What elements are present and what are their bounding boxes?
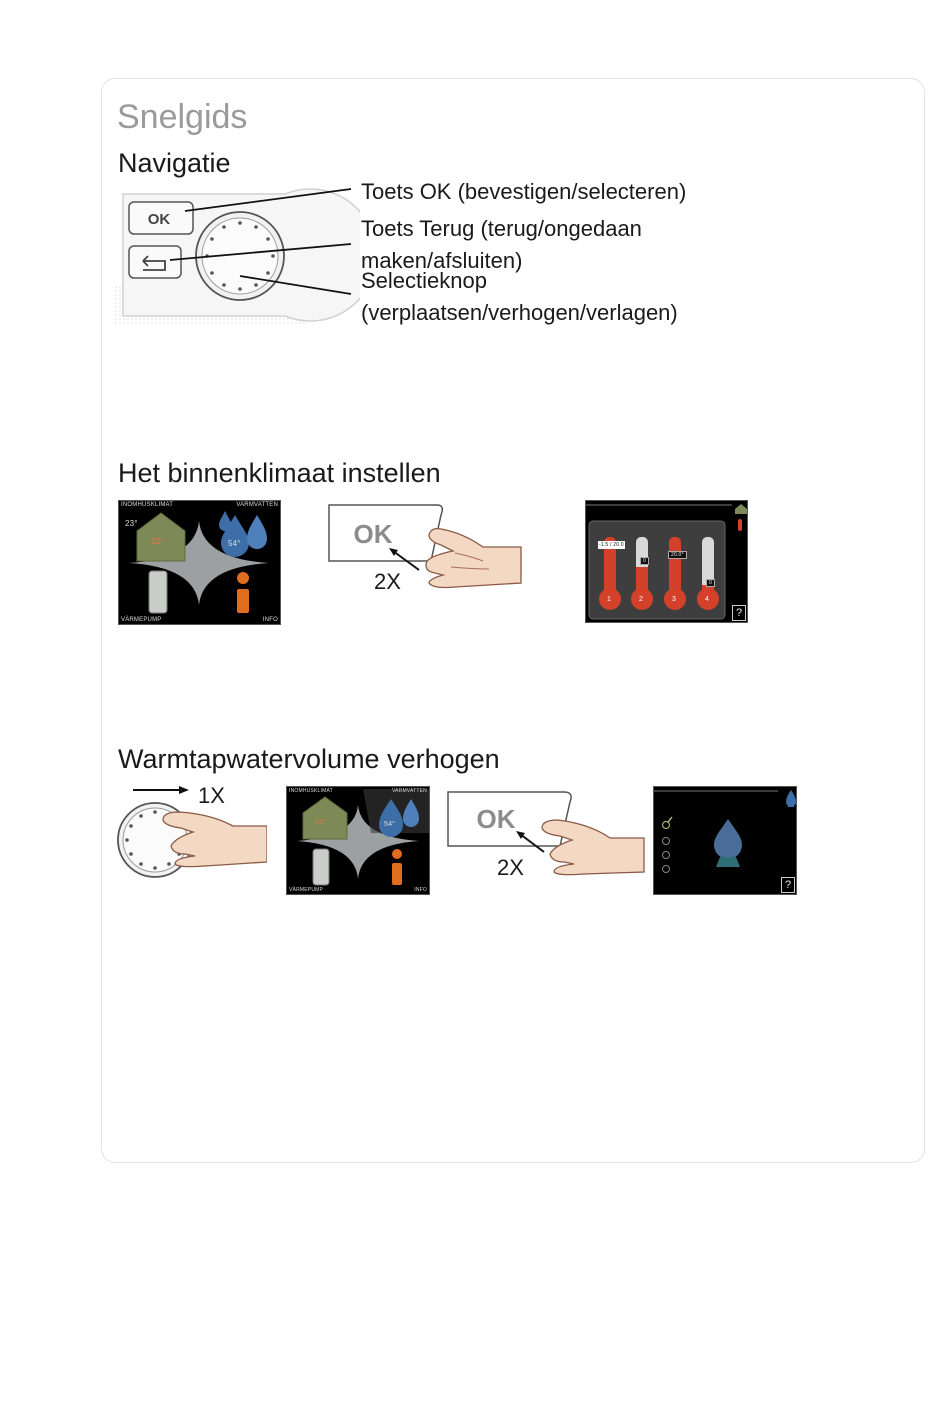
thermometer-4-number: 4	[705, 596, 710, 603]
back-key-description-line1: Toets Terug (terug/ongedaan	[361, 216, 642, 241]
thermometer-2	[631, 537, 653, 610]
thermometer-1-tag: -1.5 / 20.0	[598, 541, 625, 549]
thermometer-icon	[738, 519, 742, 531]
menu-hot-water-label: VARMVATTEN	[236, 502, 278, 508]
outdoor-temp-readout: 23°	[125, 519, 138, 528]
water-drop-icon	[221, 515, 249, 557]
hot-water-press-count: 2X	[497, 855, 524, 880]
knob-description-line1: Selectieknop	[361, 268, 487, 293]
help-icon: ?	[781, 877, 795, 893]
page-title: Snelgids	[117, 98, 248, 136]
indoor-temp-readout: 22°	[151, 537, 164, 546]
thermometer-graphics	[586, 504, 747, 620]
control-panel-illustration: OK	[115, 188, 360, 326]
thermometer-2-tag: 0	[640, 557, 649, 565]
indoor-temp-readout: 22°	[315, 819, 327, 826]
heat-pump-icon	[312, 848, 330, 886]
menu-indoor-climate-label: INOMHUSKLIMAT	[121, 502, 174, 508]
menu-heat-pump-label: VÄRMEPUMP	[121, 617, 162, 623]
ok-key[interactable]: OK	[128, 201, 194, 235]
main-menu-graphics	[129, 511, 269, 614]
info-icon	[392, 863, 402, 885]
arrow-right-icon	[179, 786, 189, 794]
main-menu-screen: INOMHUSKLIMAT VARMVATTEN VÄRMEPUMP INFO …	[118, 500, 281, 625]
heat-pump-icon	[148, 570, 168, 614]
menu-info-label: INFO	[414, 887, 427, 893]
info-icon	[237, 589, 249, 613]
thermometer-4-tag: 0	[706, 579, 715, 587]
ok-press-illustration: OK	[328, 504, 522, 589]
water-temp-readout: 54°	[384, 821, 396, 828]
option-list	[661, 816, 673, 873]
hand-icon	[541, 819, 645, 876]
hand-icon	[425, 527, 522, 589]
house-icon	[302, 796, 348, 840]
water-temp-readout: 54°	[228, 539, 241, 548]
menu-indoor-climate-label: INOMHUSKLIMAT	[289, 788, 333, 794]
thermometer-1-number: 1	[607, 596, 612, 603]
hot-water-main-menu-screen: INOMHUSKLIMAT VARMVATTEN VÄRMEPUMP INFO …	[286, 786, 430, 895]
house-icon	[136, 512, 186, 562]
ok-button-label: OK	[477, 804, 516, 834]
knob-description-line2: (verplaatsen/verhogen/verlagen)	[361, 300, 678, 325]
hot-water-turn-count: 1X	[198, 783, 225, 808]
hot-water-screen: ?	[653, 786, 797, 895]
hand-icon	[162, 811, 267, 868]
ok-button-label: OK	[354, 519, 393, 549]
quick-guide-card	[101, 78, 925, 1163]
hot-water-screen-graphics	[654, 790, 796, 873]
water-drop-icon	[786, 790, 796, 807]
back-arrow-icon	[142, 255, 166, 271]
menu-heat-pump-label: VÄRMEPUMP	[289, 887, 324, 893]
menu-hot-water-label: VARMVATTEN	[391, 788, 427, 794]
thermometer-3-tag: 20.0°	[668, 551, 687, 559]
menu-info-label: INFO	[262, 617, 278, 623]
knob-turn-illustration	[117, 786, 267, 878]
ok-key-description: Toets OK (bevestigen/selecteren)	[361, 179, 687, 204]
ok-press-illustration-hot-water: OK	[447, 791, 645, 876]
thermometer-2-number: 2	[639, 596, 644, 603]
hot-water-menu-graphics	[297, 789, 429, 886]
indoor-climate-screen: -1.5 / 20.0 0 20.0° 0 1 2 3 4 ?	[585, 500, 748, 623]
help-icon: ?	[732, 605, 746, 621]
ok-key-label: OK	[148, 211, 171, 228]
hot-water-heading: Warmtapwatervolume verhogen	[118, 744, 500, 774]
back-key[interactable]	[128, 245, 182, 279]
selection-knob[interactable]	[195, 211, 285, 301]
hot-water-drop-icon	[714, 819, 742, 859]
thermometer-4	[697, 537, 719, 610]
indoor-press-count: 2X	[374, 569, 401, 594]
house-icon	[735, 504, 747, 514]
thermometer-1	[599, 537, 621, 610]
navigation-heading: Navigatie	[118, 148, 231, 178]
indoor-climate-heading: Het binnenklimaat instellen	[118, 458, 441, 488]
back-key-description-line2: maken/afsluiten)	[361, 248, 523, 273]
water-drop-icon	[379, 799, 403, 837]
thermometer-3-number: 3	[672, 596, 677, 603]
